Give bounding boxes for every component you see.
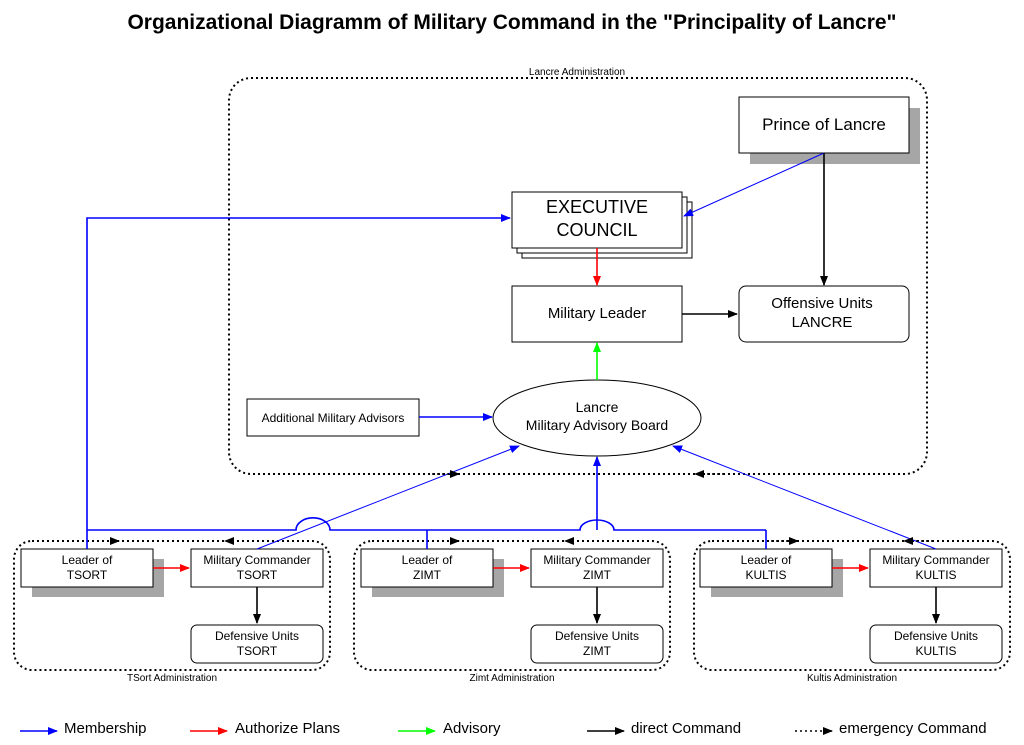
offensive-units-label-1: Offensive Units xyxy=(771,295,872,312)
advisors-box xyxy=(246,398,420,437)
zimt-defensive-label-2: ZIMT xyxy=(583,644,612,658)
zimt-defensive-label-1: Defensive Units xyxy=(555,629,639,643)
tsort-commander-label-2: TSORT xyxy=(237,568,278,582)
legend-membership-label: Membership xyxy=(64,720,147,737)
region-lancre xyxy=(228,77,928,475)
prince-to-executive-arrow xyxy=(683,152,825,217)
tsort-leader-label-2: TSORT xyxy=(67,568,108,582)
tsort-commander-to-board-arrow xyxy=(256,445,520,550)
advisors-label: Additional Military Advisors xyxy=(262,411,405,425)
legend-emergency-label: emergency Command xyxy=(839,720,987,737)
legend-advisory-label: Advisory xyxy=(443,720,501,737)
tsort-commander-box xyxy=(190,548,324,588)
executive-council-label-2: COUNCIL xyxy=(556,220,637,240)
kultis-leader-label-2: KULTIS xyxy=(745,568,786,582)
kultis-commander-label-2: KULTIS xyxy=(915,568,956,582)
diagram-title: Organizational Diagramm of Military Comm… xyxy=(127,11,896,34)
zimt-commander-label-2: ZIMT xyxy=(583,568,612,582)
tsort-leader-box xyxy=(20,548,154,588)
kultis-defensive-label-2: KULTIS xyxy=(915,644,956,658)
zimt-leader-label-1: Leader of xyxy=(402,553,453,567)
kultis-commander-box xyxy=(869,548,1003,588)
kultis-commander-to-board-arrow xyxy=(672,445,937,550)
legend-direct-label: direct Command xyxy=(631,720,741,737)
executive-council-label-1: EXECUTIVE xyxy=(546,197,648,217)
zimt-commander-box xyxy=(530,548,664,588)
prince-box xyxy=(738,96,910,154)
tsort-leader-label-1: Leader of xyxy=(62,553,113,567)
leaders-membership-bus xyxy=(87,517,766,531)
region-kultis xyxy=(693,540,1011,671)
region-zimt xyxy=(353,540,671,671)
tsort-commander-label-1: Military Commander xyxy=(203,553,310,567)
advisory-board-label-1: Lancre xyxy=(576,399,619,415)
kultis-commander-label-1: Military Commander xyxy=(882,553,989,567)
tsort-defensive-label-2: TSORT xyxy=(237,644,278,658)
region-tsort xyxy=(13,540,331,671)
region-zimt-label: Zimt Administration xyxy=(469,673,554,684)
tsort-defensive-label-1: Defensive Units xyxy=(215,629,299,643)
military-leader-label: Military Leader xyxy=(548,305,646,322)
prince-label: Prince of Lancre xyxy=(762,115,886,134)
kultis-defensive-label-1: Defensive Units xyxy=(894,629,978,643)
zimt-defensive-box xyxy=(530,624,664,664)
offensive-units-label-2: LANCRE xyxy=(792,314,853,331)
advisory-board-label-2: Military Advisory Board xyxy=(526,417,668,433)
zimt-leader-label-2: ZIMT xyxy=(413,568,442,582)
region-kultis-label: Kultis Administration xyxy=(807,673,897,684)
tsort-leader-to-executive-line xyxy=(86,214,511,549)
kultis-leader-label-1: Leader of xyxy=(741,553,792,567)
tsort-defensive-box xyxy=(190,624,324,664)
kultis-defensive-box xyxy=(869,624,1003,664)
region-tsort-label: TSort Administration xyxy=(127,673,217,684)
region-lancre-label: Lancre Administration xyxy=(529,67,625,78)
zimt-commander-label-1: Military Commander xyxy=(543,553,650,567)
zimt-leader-box xyxy=(360,548,494,588)
offensive-units-box xyxy=(738,285,910,343)
legend-authorize-label: Authorize Plans xyxy=(235,720,340,737)
